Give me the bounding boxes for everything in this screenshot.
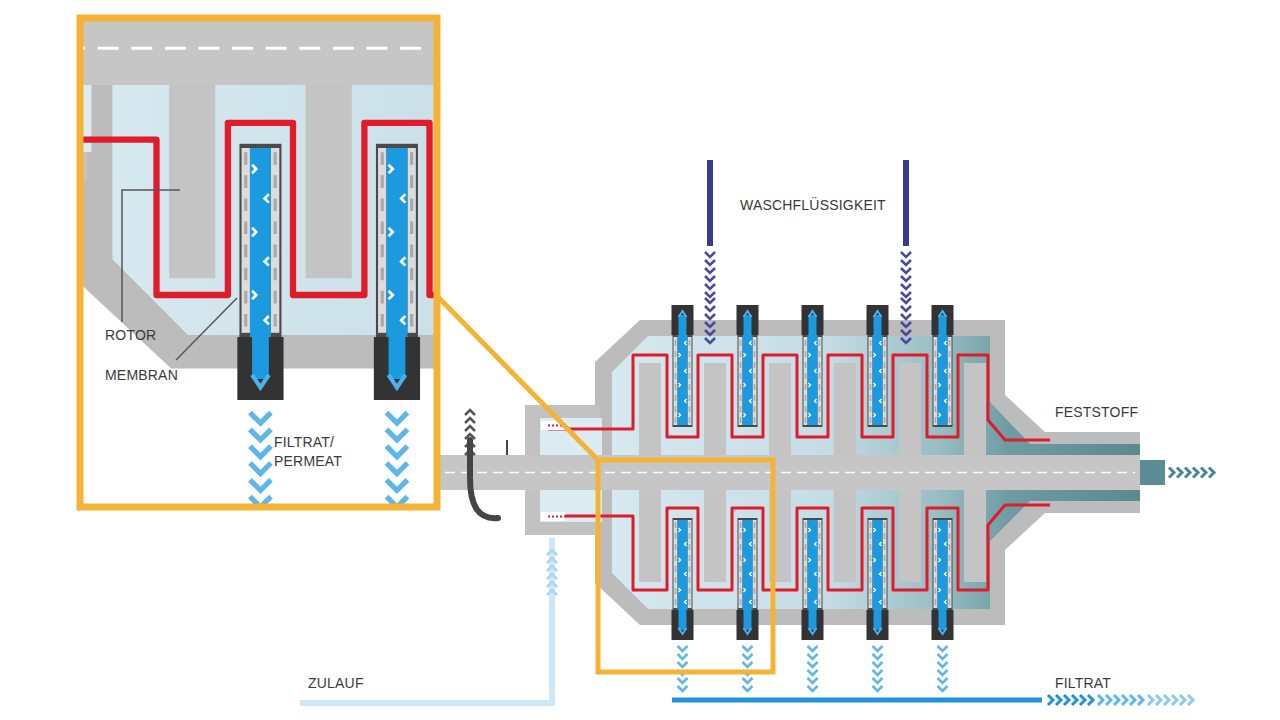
zoom-frame [598, 460, 773, 672]
solids-outlet [1140, 460, 1214, 485]
leader-line [122, 190, 180, 322]
filtrate-arrow [1048, 695, 1193, 705]
filter-machine [440, 305, 1140, 700]
part-label: ROTOR [105, 326, 156, 345]
flow-label: FESTSTOFF [1055, 403, 1138, 422]
flow-label: WASCHFLÜSSIGKEIT [740, 196, 886, 215]
flow-label: FILTRAT/ PERMEAT [274, 433, 358, 471]
zoom-connector [437, 296, 598, 460]
part-label: MEMBRAN [105, 366, 178, 385]
rotation-arrow [465, 410, 507, 518]
feed-pipe [300, 538, 552, 703]
wash-liquid-inlets [705, 160, 911, 343]
flow-label: FILTRAT [1055, 674, 1111, 693]
flow-label: ZULAUF [308, 674, 364, 693]
feed-arrows [547, 550, 557, 595]
leader-line [176, 298, 237, 360]
detail-inset [0, 0, 1221, 526]
